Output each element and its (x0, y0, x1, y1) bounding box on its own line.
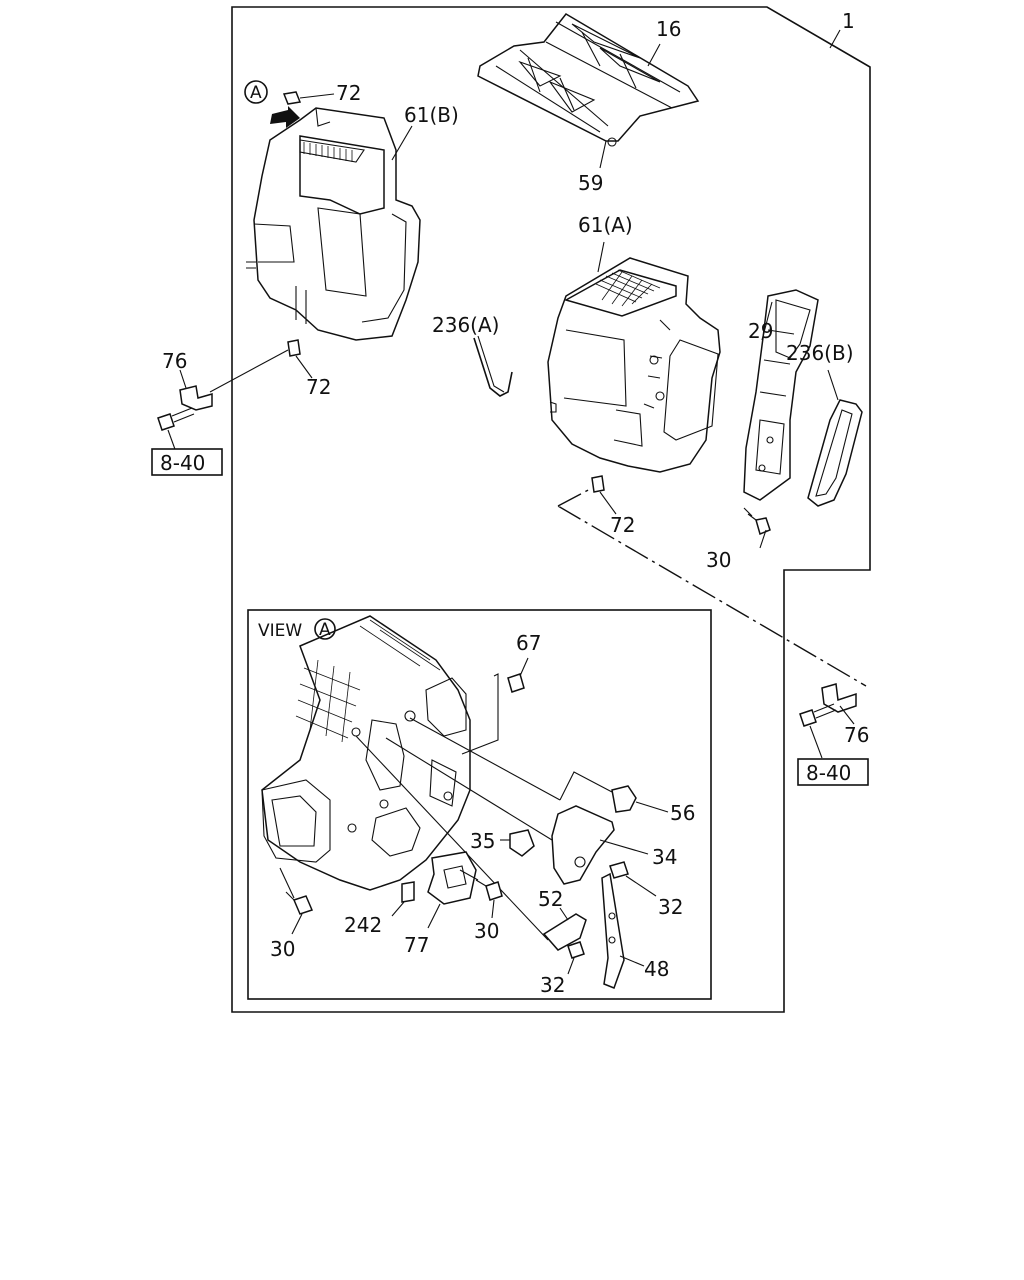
gasket-b (807, 399, 863, 507)
view-direction-arrow (270, 106, 300, 128)
callout-76-right: 76 (844, 723, 869, 747)
callout-30-top: 30 (706, 548, 731, 572)
callout-30-right: 30 (474, 919, 499, 943)
callout-35: 35 (470, 829, 495, 853)
callout-32-upper: 32 (658, 895, 683, 919)
ref-text-right: 8-40 (806, 761, 851, 785)
ref-text-left: 8-40 (160, 451, 205, 475)
callout-236a: 236(A) (432, 313, 499, 337)
callout-52: 52 (538, 887, 563, 911)
callout-30-left: 30 (270, 937, 295, 961)
callout-1: 1 (842, 9, 855, 33)
callout-56: 56 (670, 801, 695, 825)
callout-61b: 61(B) (404, 103, 459, 127)
view-a-title-circle (314, 618, 336, 640)
callout-34: 34 (652, 845, 677, 869)
mode-door-part (743, 289, 819, 501)
callout-72-top: 72 (336, 81, 361, 105)
reference-dashline (557, 487, 867, 687)
view-a-housing (261, 615, 471, 891)
callout-32-lower: 32 (540, 973, 565, 997)
heater-case-a (547, 257, 721, 473)
view-marker-circle (244, 80, 268, 104)
ref-box-right (797, 758, 869, 786)
view-marker-letter: A (250, 83, 262, 103)
view-a-frame (247, 609, 712, 1000)
heater-case-b (246, 107, 421, 341)
callout-72-right: 72 (610, 513, 635, 537)
view-a-title: VIEW (258, 621, 302, 641)
callout-242: 242 (344, 913, 382, 937)
callout-77: 77 (404, 933, 429, 957)
callout-236b: 236(B) (786, 341, 854, 365)
filter-grille-part (477, 13, 700, 169)
callout-59: 59 (578, 171, 603, 195)
seal-strip-a (473, 337, 513, 397)
callout-29: 29 (748, 319, 773, 343)
callout-48: 48 (644, 957, 669, 981)
callout-61a: 61(A) (578, 213, 633, 237)
bolt-left (157, 407, 195, 453)
view-a-title-letter: A (319, 620, 331, 640)
callout-72-left: 72 (306, 375, 331, 399)
callout-76-left: 76 (162, 349, 187, 373)
callout-16: 16 (656, 17, 681, 41)
ref-box-left (151, 448, 223, 476)
assembly-frame (231, 6, 871, 1013)
callout-67: 67 (516, 631, 541, 655)
bolt-right (799, 703, 837, 759)
